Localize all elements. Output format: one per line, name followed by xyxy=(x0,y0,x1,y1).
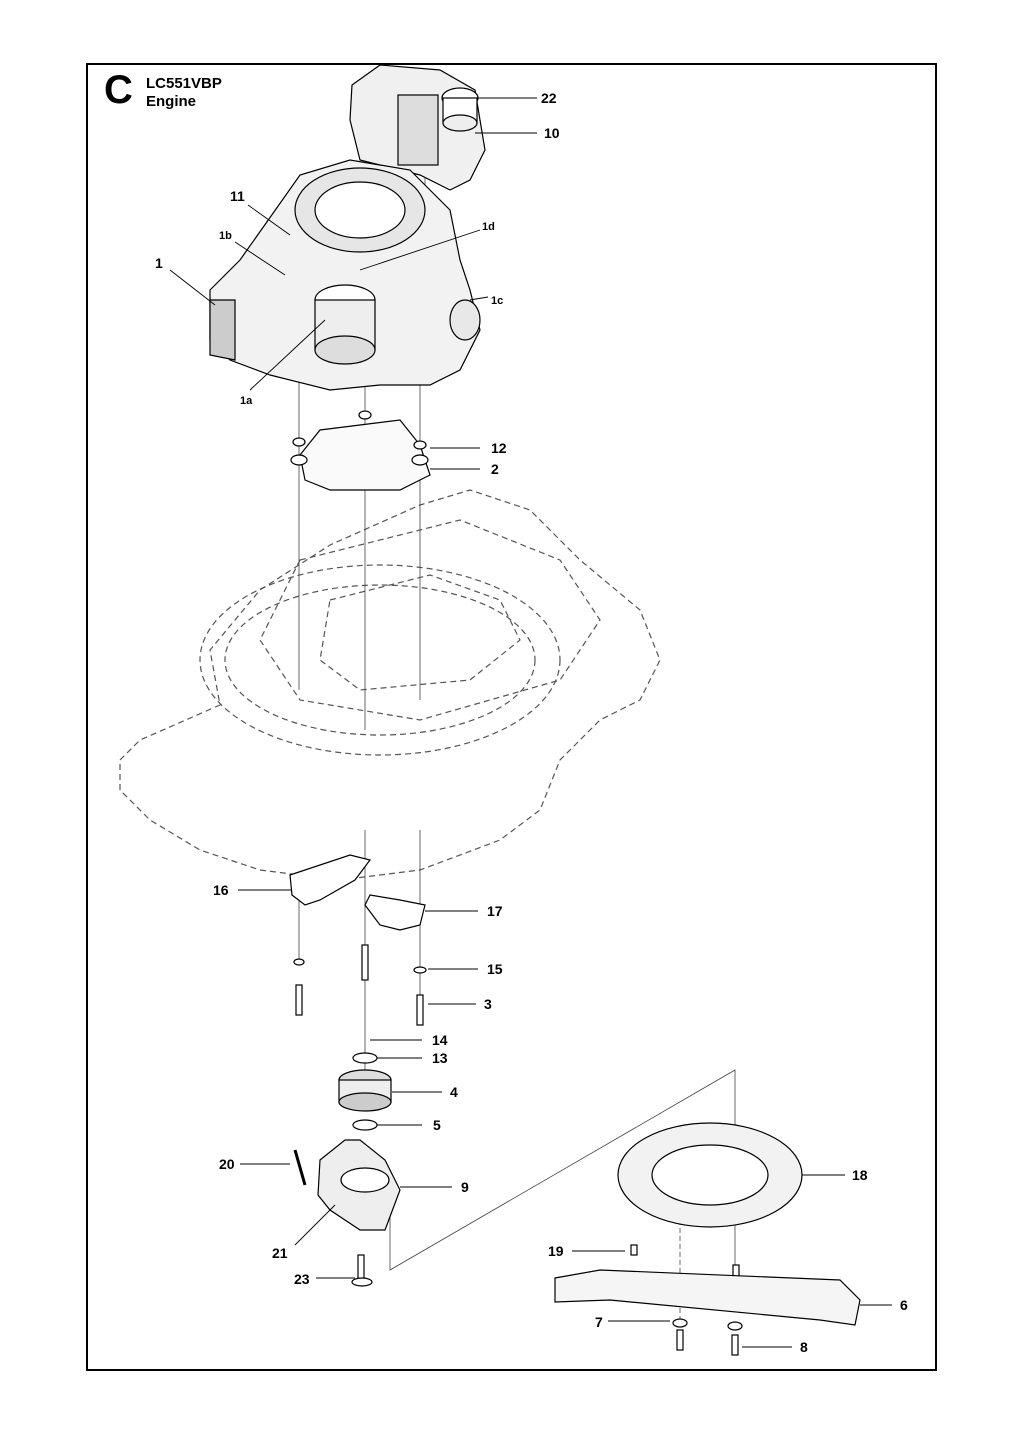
part-label-6: 6 xyxy=(900,1297,908,1313)
blade-brake-clutch xyxy=(293,1139,401,1287)
part-label-17: 17 xyxy=(487,903,503,919)
part-label-20: 20 xyxy=(219,1156,235,1172)
part-label-15: 15 xyxy=(487,961,503,977)
part-label-19: 19 xyxy=(548,1243,564,1259)
fuel-tank xyxy=(349,64,486,191)
bracket-17 xyxy=(364,894,426,931)
part-label-1: 1 xyxy=(155,255,163,271)
section-letter: C xyxy=(104,68,133,112)
cutting-blade xyxy=(554,1269,861,1356)
part-label-8: 8 xyxy=(800,1339,808,1355)
part-label-7: 7 xyxy=(595,1314,603,1330)
engine-bracket xyxy=(290,410,431,491)
part-label-12: 12 xyxy=(491,440,507,456)
part-label-16: 16 xyxy=(213,882,229,898)
drive-pulley xyxy=(338,1069,392,1112)
part-label-1a: 1a xyxy=(240,395,253,407)
part-label-2: 2 xyxy=(491,461,499,477)
part-label-18: 18 xyxy=(852,1167,868,1183)
part-label-23: 23 xyxy=(294,1271,310,1287)
part-label-4: 4 xyxy=(450,1084,458,1100)
part-label-9: 9 xyxy=(461,1179,469,1195)
part-label-22: 22 xyxy=(541,90,557,106)
engine-assembly xyxy=(209,159,481,391)
part-label-1c: 1c xyxy=(491,295,503,307)
part-label-3: 3 xyxy=(484,996,492,1012)
callout-leader-lines xyxy=(169,97,892,1348)
part-label-1d: 1d xyxy=(482,221,495,233)
part-label-14: 14 xyxy=(432,1032,448,1048)
part-number-labels: 22 10 11 1d 1b 1 1c 1a 12 2 16 17 15 3 1… xyxy=(155,90,908,1355)
part-label-21: 21 xyxy=(272,1245,288,1261)
part-label-11: 11 xyxy=(230,188,245,204)
model-number: LC551VBP xyxy=(146,75,222,92)
diagram-frame xyxy=(86,63,937,1371)
part-label-1b: 1b xyxy=(219,230,232,242)
part-label-5: 5 xyxy=(433,1117,441,1133)
bracket-16 xyxy=(289,854,372,906)
part-label-13: 13 xyxy=(432,1050,448,1066)
part-label-10: 10 xyxy=(544,125,560,141)
mower-deck-outline xyxy=(119,489,661,881)
blade-adapter-ring xyxy=(617,1122,803,1278)
section-title: Engine xyxy=(146,93,197,110)
